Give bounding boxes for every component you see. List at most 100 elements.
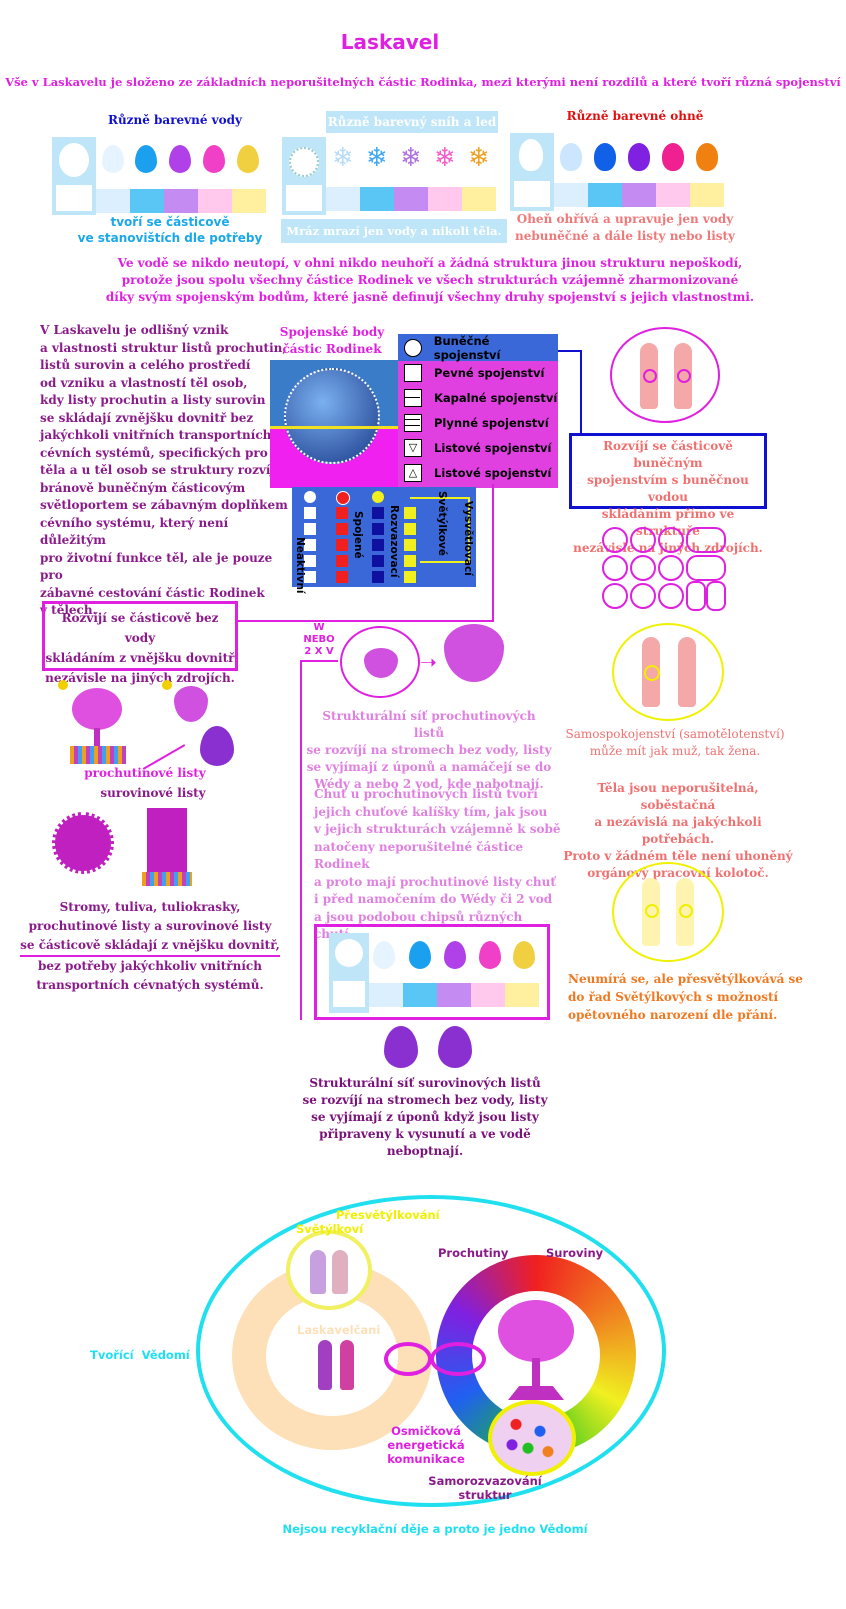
triangle-down-icon: ▽: [404, 438, 422, 457]
fire-title: Různě barevné ohně: [566, 109, 704, 123]
legend-label: Plynné spojenství: [434, 415, 549, 430]
col-label-vysvetlovaci: Vysvětlovací: [462, 501, 474, 576]
leaf-icon: [438, 1026, 472, 1068]
snowflake-icon: ❄: [332, 143, 354, 173]
snowflake-icon: ❄: [400, 143, 422, 173]
triangle-up-icon: △: [404, 463, 422, 482]
bonds-legend: Buněčné spojenství Pevné spojenství Kapa…: [398, 334, 558, 488]
waters-title: Různě barevné vody: [107, 113, 243, 127]
flame-icon: [594, 143, 616, 171]
waters-caption-2: ve stanovištích dle potřeby: [77, 231, 263, 245]
swollen-petal-icon: [444, 624, 504, 682]
light-bodies-circle: [612, 862, 724, 962]
leaf-label-surovinove: surovinové listy: [100, 786, 206, 800]
center-water-box: [314, 924, 550, 1020]
square-icon: [404, 363, 422, 382]
self-sufficiency-circle: [612, 623, 724, 721]
snow-panel: ❄ ❄ ❄ ❄ ❄: [282, 137, 500, 215]
label-laskavelcani: Laskavelčani: [297, 1323, 381, 1337]
legend-label: Pevné spojenství: [434, 365, 545, 380]
water-drop-icon: [102, 145, 124, 173]
label-presvetylkovani: Přesvětýlkování: [336, 1208, 440, 1222]
bond-connector: [580, 350, 582, 436]
bond-connector: [558, 350, 582, 352]
legend-label: Kapalné spojenství: [434, 390, 558, 405]
label-svetylkovi: Světýlkoví: [296, 1222, 364, 1236]
circle-icon: [404, 338, 422, 357]
light-being-icon: [332, 1250, 348, 1294]
bond-states-grid: Neaktivní Spojené Rozvazovací Světýlkové…: [292, 487, 476, 594]
col-label-spojene: Spojené: [352, 511, 364, 559]
snowflake-icon: ❄: [366, 143, 388, 173]
snow-title: Různě barevný sníh a led: [326, 111, 498, 133]
laskavelcan-icon: [318, 1340, 332, 1390]
fire-panel: [510, 133, 728, 211]
page-title: Laskavel: [340, 30, 440, 54]
water-drop-icon: [513, 941, 535, 969]
connector-line: [492, 484, 494, 622]
flame-icon: [628, 143, 650, 171]
leaf-icon: [200, 726, 234, 766]
col-label-neaktivni: Neaktivní: [294, 537, 306, 594]
ingredients-circle: [488, 1400, 576, 1476]
connector-line: [238, 620, 494, 622]
flame-icon: [696, 143, 718, 171]
water-drop-icon: [135, 145, 157, 173]
cycle-outer-ellipse: [196, 1195, 666, 1507]
fire-caption-2: nebuněčné a dále listy nebo listy: [514, 229, 736, 243]
legend-label: Listové spojenství: [434, 465, 552, 480]
right-text-1: Samospokojenství (samotělotenství)může m…: [565, 727, 785, 758]
cell-division-grid: [602, 523, 728, 611]
sphere-icon: [284, 368, 380, 464]
label-suroviny: Suroviny: [546, 1246, 604, 1260]
arrow-right-icon: ➝: [420, 650, 437, 674]
square-half-icon: [404, 388, 422, 407]
sun-icon: [162, 680, 172, 690]
label-prochutiny: Prochutiny: [438, 1246, 509, 1260]
arrow-line: [300, 660, 338, 662]
tree-root-icon: [508, 1386, 564, 1400]
petal-icon: [174, 686, 208, 722]
water-drop-icon: [409, 941, 431, 969]
tree-cross-section-icon: [52, 812, 114, 874]
waters-panel: [52, 137, 270, 217]
tree-illustration: [50, 680, 250, 770]
sun-icon: [58, 680, 68, 690]
harmony-text: Ve vodě se nikdo neutopí, v ohni nikdo n…: [105, 256, 755, 304]
col-label-rozvazovaci: Rozvazovací: [388, 505, 400, 578]
snowflake-icon: ❄: [468, 143, 490, 173]
cycle-footer: Nejsou recyklační děje a proto je jedno …: [282, 1522, 588, 1536]
body-figure-icon: [678, 637, 696, 707]
legend-label: Listové spojenství: [434, 440, 552, 455]
sphere-panel: [270, 360, 400, 488]
water-drop-icon: [237, 145, 259, 173]
leaf-icon: [384, 1026, 418, 1068]
snowflake-icon: ❄: [434, 143, 456, 173]
petal-circle: [340, 626, 420, 698]
water-drop-icon: [203, 145, 225, 173]
snow-caption: Mráz mrazí jen vody a nikoli těla.: [281, 219, 507, 243]
flame-icon: [560, 143, 582, 171]
water-drop-icon: [169, 145, 191, 173]
arrow-line: [300, 660, 302, 1020]
fire-caption-1: Oheň ohřívá a upravuje jen vody: [516, 212, 734, 226]
square-lines-icon: [404, 413, 422, 432]
petal-icon: [364, 648, 398, 678]
tree-crown-icon: [498, 1300, 574, 1362]
water-icon: [59, 143, 89, 177]
infinity-link-icon: [384, 1342, 432, 1376]
legend-label: Buněčné spojenství: [433, 333, 501, 362]
leaf-label-prochutinove: prochutinové listy: [84, 766, 206, 780]
infinity-link-icon: [430, 1342, 486, 1376]
light-being-icon: [310, 1250, 326, 1294]
